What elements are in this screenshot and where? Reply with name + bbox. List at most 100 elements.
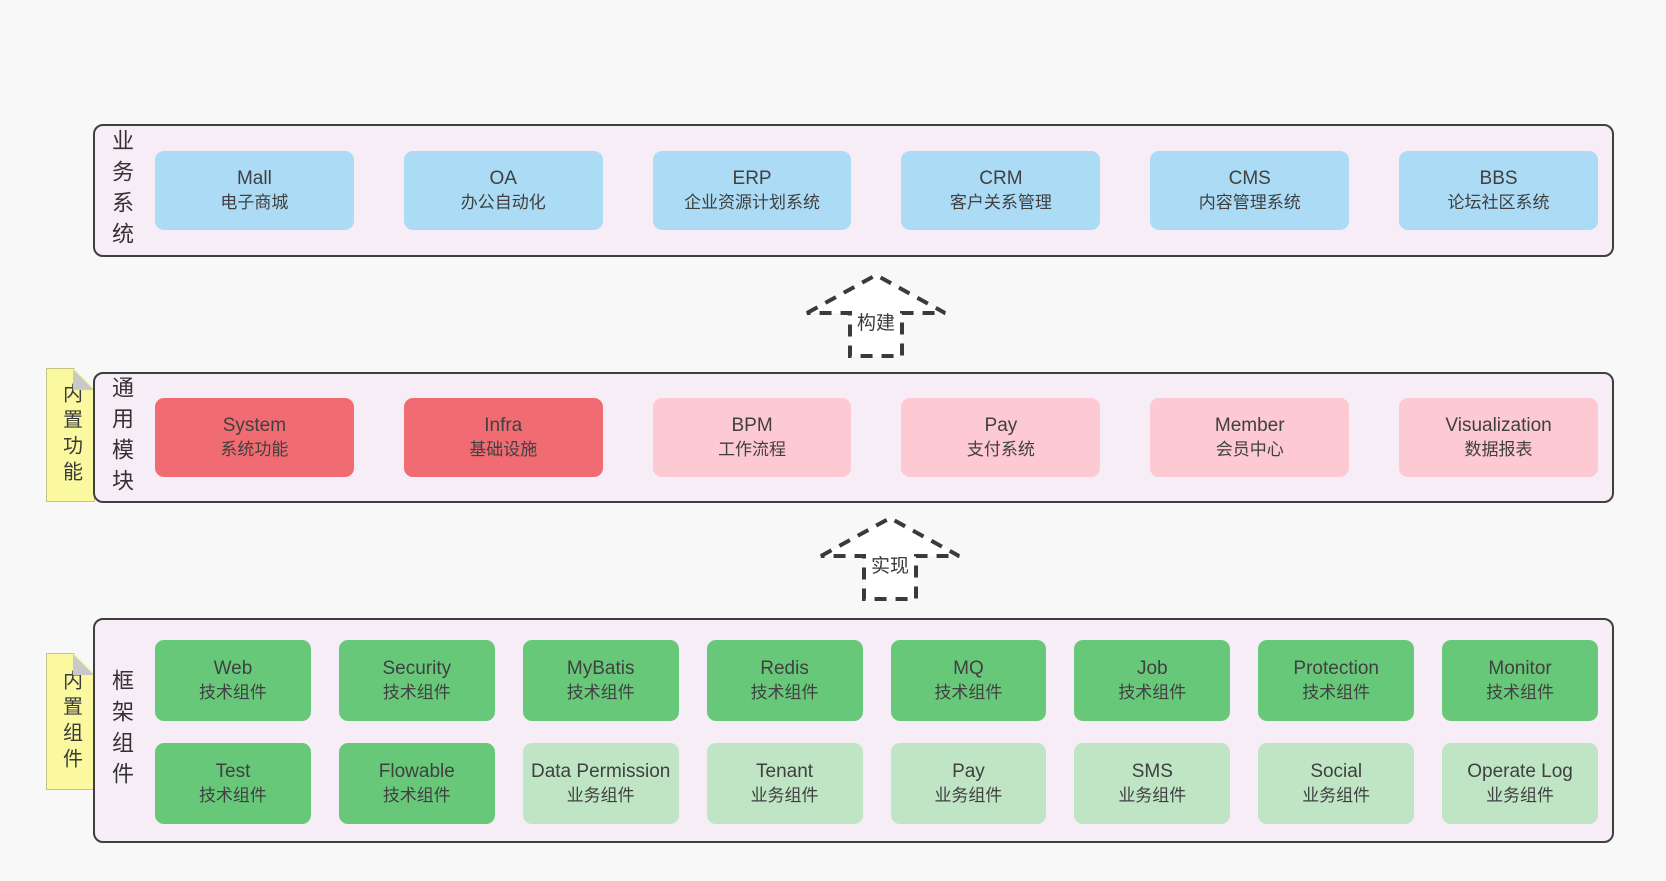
box-title: System [222, 415, 287, 437]
box-subtitle: 办公自动化 [460, 192, 546, 212]
box-subtitle: 技术组件 [1118, 682, 1187, 702]
box-test: Test 技术组件 [155, 743, 311, 824]
box-subtitle: 支付系统 [966, 439, 1035, 459]
box-title: Visualization [1445, 415, 1552, 437]
business-box-row: Mall 电子商城 OA 办公自动化 ERP 企业资源计划系统 CRM 客户关系… [95, 126, 1612, 255]
sticky-note-label: 内置功能 [59, 383, 82, 487]
box-subtitle: 技术组件 [1302, 682, 1371, 702]
box-title: Infra [484, 415, 523, 437]
box-title: SMS [1131, 761, 1173, 783]
folded-corner-icon [73, 369, 94, 390]
box-title: Protection [1293, 658, 1379, 680]
box-title: MyBatis [566, 658, 635, 680]
box-title: BBS [1479, 168, 1518, 190]
box-subtitle: 会员中心 [1215, 439, 1284, 459]
layer-common-modules: 通用模块 System 系统功能 Infra 基础设施 BPM 工作流程 Pay… [93, 372, 1614, 503]
box-protection: Protection 技术组件 [1258, 640, 1415, 721]
implement-arrow: 实现 [819, 515, 961, 601]
box-title: CMS [1228, 168, 1271, 190]
box-erp: ERP 企业资源计划系统 [652, 151, 852, 230]
box-title: Data Permission [530, 761, 671, 783]
box-title: Pay [984, 415, 1018, 437]
framework-box-grid: Web 技术组件 Security 技术组件 MyBatis 技术组件 Redi… [95, 620, 1612, 841]
box-redis: Redis 技术组件 [706, 640, 863, 721]
layer-label-business: 业务系统 [109, 128, 134, 253]
box-subtitle: 内容管理系统 [1198, 192, 1301, 212]
box-data-permission: Data Permission 业务组件 [522, 743, 679, 824]
box-title: Test [215, 761, 251, 783]
box-social: Social 业务组件 [1258, 743, 1415, 824]
box-visualization: Visualization 数据报表 [1399, 398, 1598, 477]
box-sms: SMS 业务组件 [1074, 743, 1231, 824]
sticky-note-label: 内置组件 [59, 669, 82, 774]
box-subtitle: 数据报表 [1464, 439, 1533, 459]
box-mq: MQ 技术组件 [890, 640, 1047, 721]
box-monitor: Monitor 技术组件 [1442, 640, 1598, 721]
box-pay-system: Pay 支付系统 [901, 398, 1101, 477]
box-subtitle: 业务组件 [750, 785, 819, 805]
box-security: Security 技术组件 [338, 640, 495, 721]
box-bbs: BBS 论坛社区系统 [1399, 151, 1598, 230]
box-subtitle: 技术组件 [1486, 682, 1555, 702]
box-subtitle: 技术组件 [750, 682, 819, 702]
build-arrow: 构建 [805, 272, 947, 358]
box-title: Web [213, 658, 253, 680]
box-cms: CMS 内容管理系统 [1150, 151, 1350, 230]
box-subtitle: 业务组件 [1302, 785, 1371, 805]
box-title: Mall [236, 168, 272, 190]
box-web: Web 技术组件 [155, 640, 311, 721]
box-mall: Mall 电子商城 [155, 151, 354, 230]
box-job: Job 技术组件 [1074, 640, 1231, 721]
box-title: Tenant [756, 761, 814, 783]
modules-box-row: System 系统功能 Infra 基础设施 BPM 工作流程 Pay 支付系统… [95, 374, 1612, 501]
box-title: Job [1136, 658, 1168, 680]
box-title: BPM [731, 415, 773, 437]
box-subtitle: 技术组件 [934, 682, 1003, 702]
box-title: OA [489, 168, 517, 190]
box-subtitle: 论坛社区系统 [1447, 192, 1550, 212]
box-title: CRM [979, 168, 1023, 190]
box-title: Social [1310, 761, 1363, 783]
box-pay-component: Pay 业务组件 [890, 743, 1047, 824]
box-title: Flowable [378, 761, 455, 783]
box-title: Redis [760, 658, 809, 680]
box-subtitle: 电子商城 [220, 192, 289, 212]
box-subtitle: 系统功能 [220, 439, 289, 459]
box-title: Operate Log [1467, 761, 1573, 783]
box-bpm: BPM 工作流程 [652, 398, 852, 477]
layer-label-modules: 通用模块 [109, 375, 134, 500]
box-subtitle: 技术组件 [198, 682, 267, 702]
box-tenant: Tenant 业务组件 [706, 743, 863, 824]
box-oa: OA 办公自动化 [403, 151, 603, 230]
sticky-note-builtin-features: 内置功能 [46, 368, 95, 502]
layer-business-systems: 业务系统 Mall 电子商城 OA 办公自动化 ERP 企业资源计划系统 CRM… [93, 124, 1614, 257]
box-subtitle: 业务组件 [934, 785, 1003, 805]
box-system: System 系统功能 [155, 398, 354, 477]
box-subtitle: 客户关系管理 [949, 192, 1052, 212]
box-member: Member 会员中心 [1150, 398, 1350, 477]
layer-label-framework: 框架组件 [109, 668, 134, 793]
box-subtitle: 技术组件 [382, 682, 451, 702]
box-subtitle: 企业资源计划系统 [684, 192, 821, 212]
box-flowable: Flowable 技术组件 [338, 743, 495, 824]
folded-corner-icon [73, 654, 94, 675]
box-subtitle: 技术组件 [382, 785, 451, 805]
box-title: Monitor [1488, 658, 1552, 680]
box-mybatis: MyBatis 技术组件 [522, 640, 679, 721]
box-title: MQ [953, 658, 984, 680]
implement-arrow-label: 实现 [869, 556, 911, 579]
box-subtitle: 基础设施 [469, 439, 538, 459]
build-arrow-label: 构建 [855, 313, 897, 336]
box-subtitle: 技术组件 [566, 682, 635, 702]
box-subtitle: 业务组件 [1486, 785, 1555, 805]
box-crm: CRM 客户关系管理 [901, 151, 1101, 230]
box-title: ERP [732, 168, 772, 190]
box-title: Security [382, 658, 452, 680]
box-subtitle: 业务组件 [566, 785, 635, 805]
box-subtitle: 工作流程 [718, 439, 787, 459]
box-subtitle: 业务组件 [1118, 785, 1187, 805]
box-title: Pay [952, 761, 985, 783]
box-infra: Infra 基础设施 [403, 398, 603, 477]
layer-framework-components: 框架组件 Web 技术组件 Security 技术组件 MyBatis 技术组件… [93, 618, 1614, 843]
